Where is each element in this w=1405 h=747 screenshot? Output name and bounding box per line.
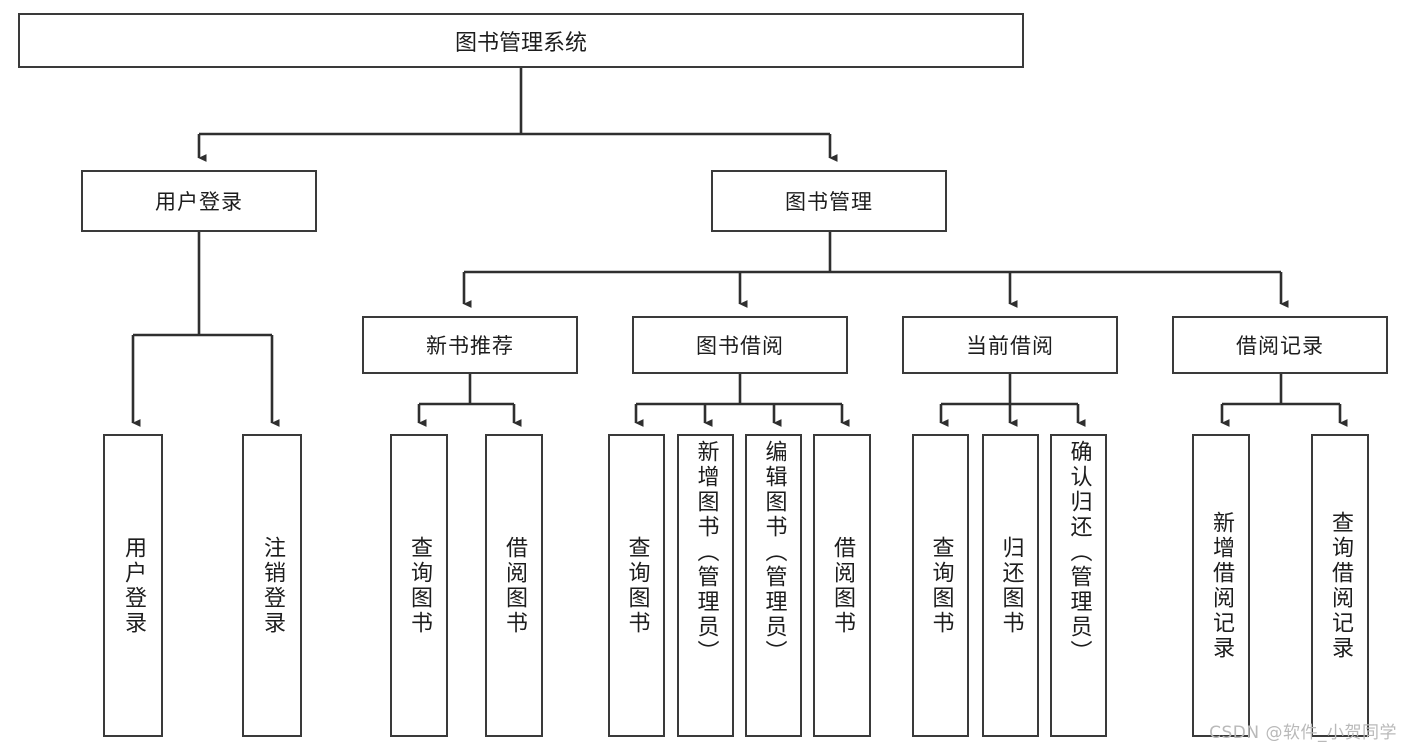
node-book-borrow-label: 图书借阅 bbox=[696, 334, 784, 358]
leaf-current-confirm-return-label: 确认归还（管理员） bbox=[1066, 440, 1092, 665]
node-new-book-recommend[interactable]: 新书推荐 bbox=[362, 316, 578, 374]
node-current-borrow[interactable]: 当前借阅 bbox=[902, 316, 1118, 374]
leaf-borrow-edit-book[interactable]: 编辑图书（管理员） bbox=[745, 434, 802, 737]
node-borrow-record-label: 借阅记录 bbox=[1236, 334, 1324, 358]
leaf-logout[interactable]: 注销登录 bbox=[242, 434, 302, 737]
leaf-borrow-add-book[interactable]: 新增图书（管理员） bbox=[677, 434, 734, 737]
leaf-current-confirm-return[interactable]: 确认归还（管理员） bbox=[1050, 434, 1107, 737]
leaf-borrow-do-borrow[interactable]: 借阅图书 bbox=[813, 434, 871, 737]
leaf-record-add-label: 新增借阅记录 bbox=[1209, 510, 1234, 661]
node-root-label: 图书管理系统 bbox=[454, 30, 587, 56]
node-book-management[interactable]: 图书管理 bbox=[711, 170, 947, 232]
node-user-login[interactable]: 用户登录 bbox=[81, 170, 317, 232]
leaf-borrow-do-borrow-label: 借阅图书 bbox=[830, 535, 855, 636]
leaf-borrow-query-book-label: 查询图书 bbox=[624, 535, 650, 636]
leaf-logout-label: 注销登录 bbox=[260, 535, 285, 636]
leaf-recommend-borrow-book-label: 借阅图书 bbox=[502, 535, 527, 636]
leaf-current-return-book[interactable]: 归还图书 bbox=[982, 434, 1039, 737]
leaf-borrow-edit-book-label: 编辑图书（管理员） bbox=[761, 440, 787, 665]
leaf-borrow-query-book[interactable]: 查询图书 bbox=[608, 434, 665, 737]
leaf-recommend-borrow-book[interactable]: 借阅图书 bbox=[485, 434, 543, 737]
node-book-borrow[interactable]: 图书借阅 bbox=[632, 316, 848, 374]
leaf-recommend-query-book-label: 查询图书 bbox=[407, 535, 432, 636]
node-book-management-label: 图书管理 bbox=[785, 190, 873, 214]
leaf-user-login[interactable]: 用户登录 bbox=[103, 434, 163, 737]
leaf-record-query[interactable]: 查询借阅记录 bbox=[1311, 434, 1369, 737]
node-new-book-recommend-label: 新书推荐 bbox=[426, 334, 514, 358]
leaf-record-add[interactable]: 新增借阅记录 bbox=[1192, 434, 1250, 737]
leaf-record-query-label: 查询借阅记录 bbox=[1328, 510, 1353, 661]
node-root[interactable]: 图书管理系统 bbox=[18, 13, 1024, 68]
node-borrow-record[interactable]: 借阅记录 bbox=[1172, 316, 1388, 374]
node-user-login-label: 用户登录 bbox=[155, 190, 243, 214]
leaf-current-query-book-label: 查询图书 bbox=[928, 535, 954, 636]
node-current-borrow-label: 当前借阅 bbox=[966, 334, 1054, 358]
csdn-watermark: CSDN @软件_小贺同学 bbox=[1209, 723, 1397, 743]
leaf-user-login-label: 用户登录 bbox=[121, 535, 146, 636]
leaf-current-return-book-label: 归还图书 bbox=[998, 535, 1024, 636]
leaf-recommend-query-book[interactable]: 查询图书 bbox=[390, 434, 448, 737]
leaf-current-query-book[interactable]: 查询图书 bbox=[912, 434, 969, 737]
leaf-borrow-add-book-label: 新增图书（管理员） bbox=[693, 440, 719, 665]
